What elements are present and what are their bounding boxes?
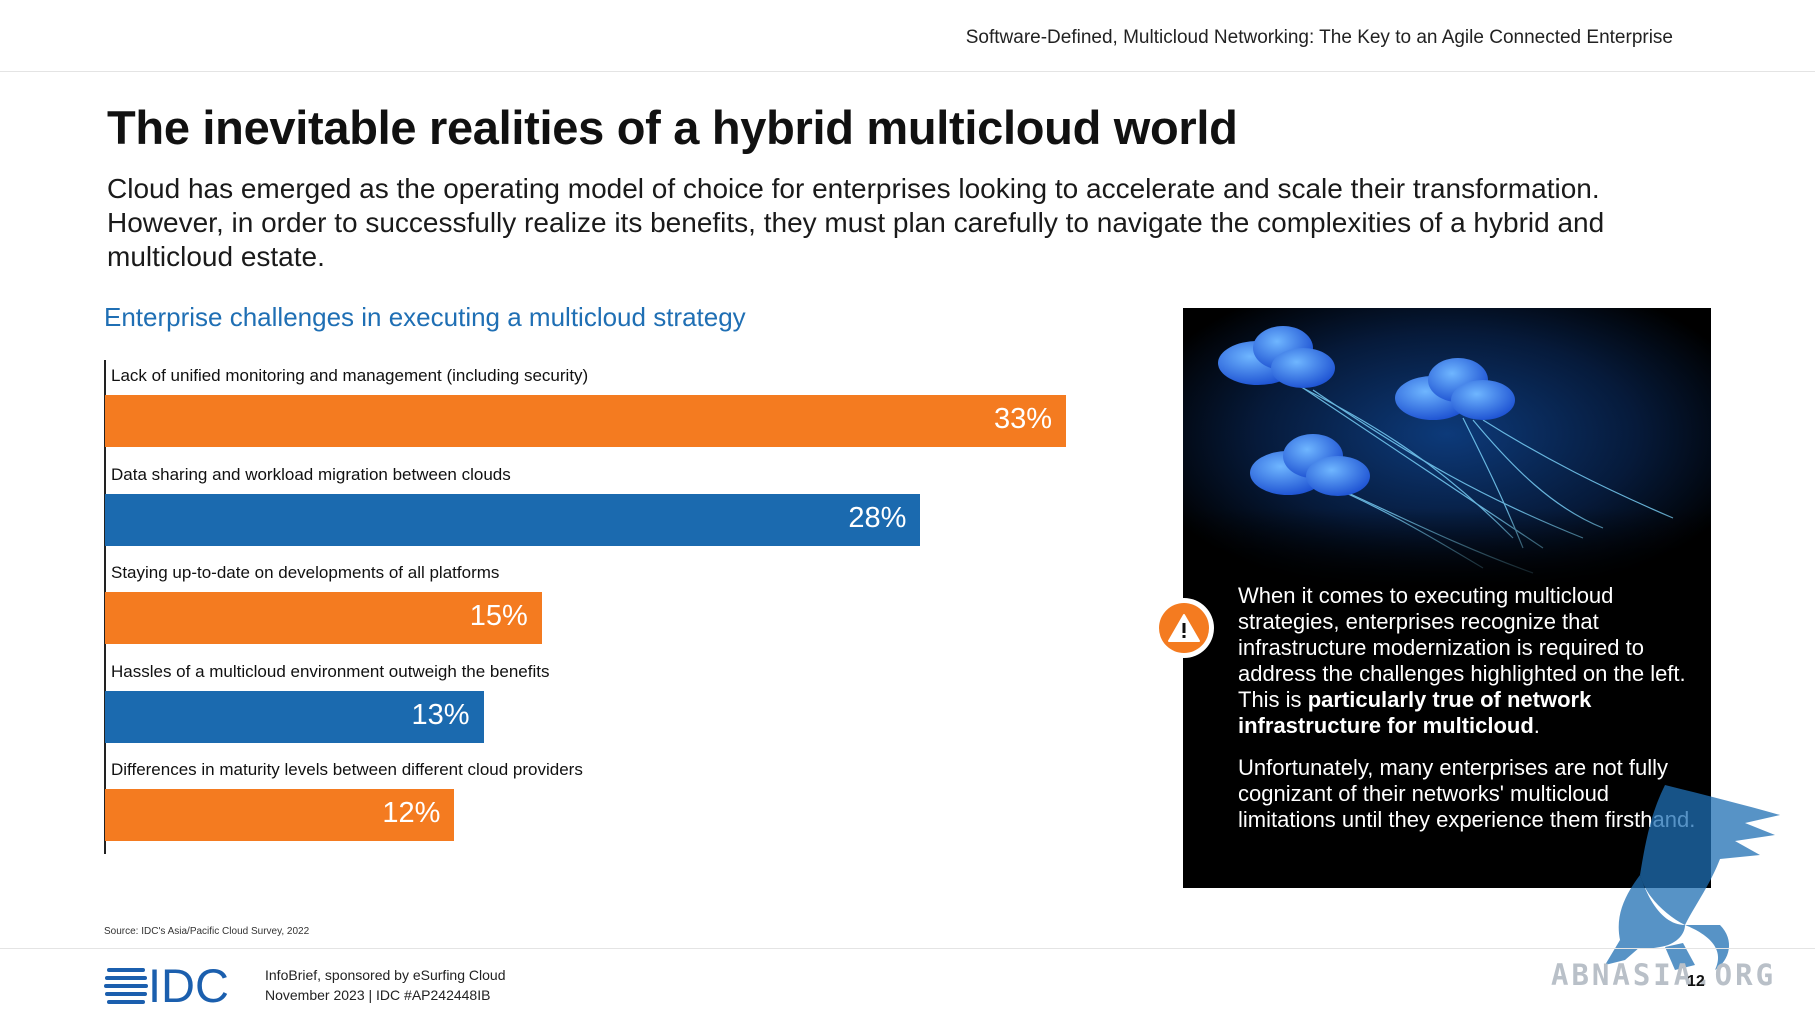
bar-row: Staying up-to-date on developments of al… xyxy=(104,557,1104,649)
bar-value-label: 12% xyxy=(382,797,441,829)
bar: 12% xyxy=(105,789,455,841)
bar-label: Differences in maturity levels between d… xyxy=(111,760,583,779)
griffin-watermark-logo xyxy=(1605,785,1780,970)
bar-value-label: 28% xyxy=(848,501,907,534)
bar-row: Data sharing and workload migration betw… xyxy=(104,459,1104,551)
page-number: 12 xyxy=(1687,973,1705,990)
warning-badge xyxy=(1154,598,1214,658)
bar-label: Data sharing and workload migration betw… xyxy=(111,464,511,484)
panel-p1-bold: particularly true of network infrastruct… xyxy=(1238,687,1592,738)
warning-icon xyxy=(1159,603,1209,653)
bar: 28% xyxy=(105,493,921,546)
bar-value-label: 33% xyxy=(993,403,1052,435)
bar-value-label: 13% xyxy=(411,698,470,731)
bar: 33% xyxy=(105,395,1066,447)
footer-sponsor: InfoBrief, sponsored by eSurfing Cloud xyxy=(265,967,506,983)
bar-value-label: 15% xyxy=(469,600,528,632)
bar-label: Staying up-to-date on developments of al… xyxy=(111,563,500,582)
watermark-text: ABNASIA.ORG xyxy=(1551,958,1777,992)
bar-label: Lack of unified monitoring and managemen… xyxy=(111,366,589,385)
bar-row: Lack of unified monitoring and managemen… xyxy=(104,360,1104,452)
source-note: Source: IDC's Asia/Pacific Cloud Survey,… xyxy=(104,926,310,937)
panel-p1-start: When it comes to executing multicloud st… xyxy=(1238,583,1686,712)
footer-date-id: November 2023 | IDC #AP242448IB xyxy=(265,987,491,1003)
bar-chart: Lack of unified monitoring and managemen… xyxy=(104,360,1104,854)
chart-title: Enterprise challenges in executing a mul… xyxy=(104,302,746,332)
footer-divider xyxy=(0,948,1815,949)
bar: 13% xyxy=(105,690,484,743)
header: Software-Defined, Multicloud Networking:… xyxy=(0,0,1815,72)
intro-paragraph: Cloud has emerged as the operating model… xyxy=(107,173,1605,272)
bar: 15% xyxy=(105,592,542,644)
info-panel: When it comes to executing multicloud st… xyxy=(1183,308,1711,888)
svg-text:IDC: IDC xyxy=(148,962,229,1006)
panel-paragraph-1: When it comes to executing multicloud st… xyxy=(1238,583,1698,739)
cloud-network-illustration xyxy=(1183,308,1711,588)
panel-paragraph-2: Unfortunately, many enterprises are not … xyxy=(1238,755,1696,832)
bar-label: Hassles of a multicloud environment outw… xyxy=(111,661,550,681)
panel-p1-end: . xyxy=(1533,713,1540,738)
header-title: Software-Defined, Multicloud Networking:… xyxy=(965,27,1673,48)
idc-logo: IDC xyxy=(104,959,234,1012)
bar-row: Differences in maturity levels between d… xyxy=(104,754,1104,846)
page-title: The inevitable realities of a hybrid mul… xyxy=(107,101,1238,154)
panel-text: When it comes to executing multicloud st… xyxy=(1238,583,1698,849)
bar-row: Hassles of a multicloud environment outw… xyxy=(104,656,1104,748)
